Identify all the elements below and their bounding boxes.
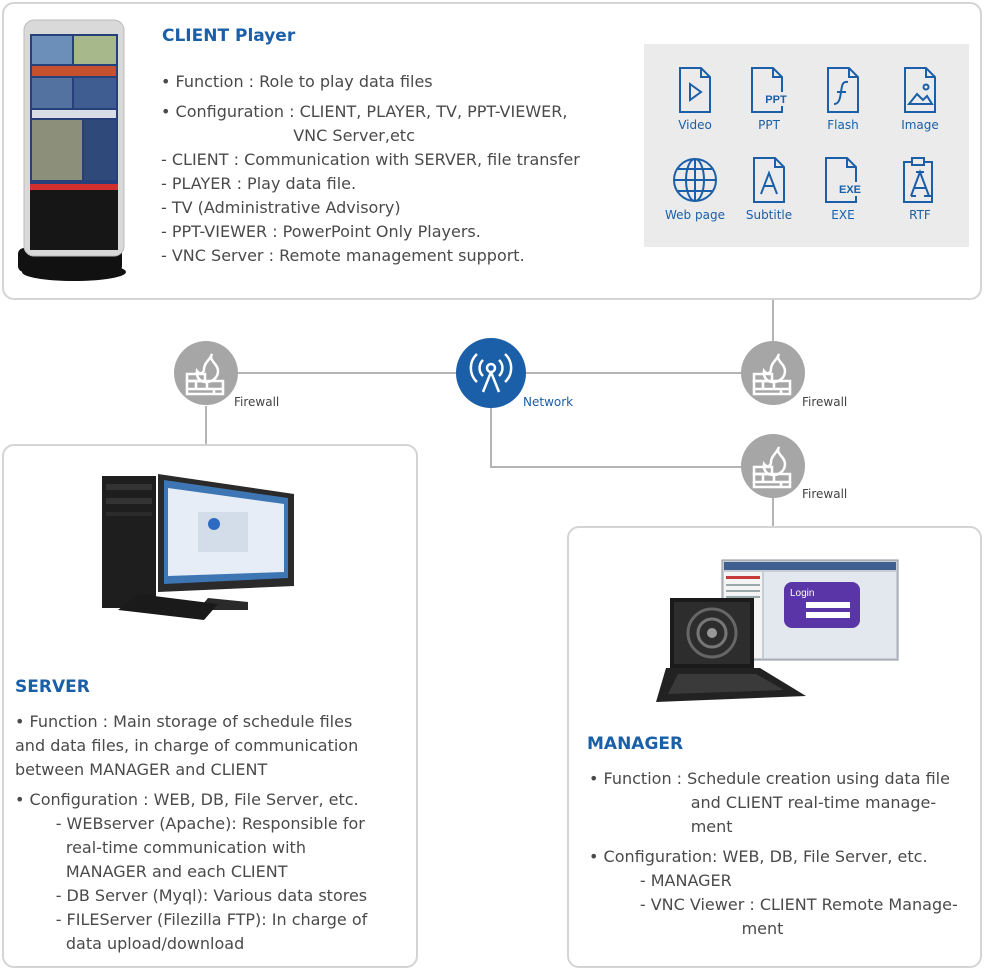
- file-types-panel: Video PPT PPT Flash Image: [644, 44, 969, 247]
- exe-badge: EXE: [839, 184, 861, 196]
- globe-icon: [673, 158, 717, 202]
- firewall-label-right: Firewall: [802, 395, 848, 409]
- file-type-exe: EXE EXE: [808, 156, 878, 222]
- firewall-node-manager: [741, 434, 805, 498]
- firewall-label-left: Firewall: [234, 395, 280, 409]
- manager-line-3: ment: [589, 817, 733, 836]
- file-type-image: Image: [885, 66, 955, 132]
- manager-line-6: - VNC Viewer : CLIENT Remote Manage-: [589, 895, 958, 914]
- manager-line-7: ment: [589, 919, 784, 938]
- server-line-10: data upload/download: [15, 934, 245, 953]
- network-label: Network: [523, 395, 574, 409]
- client-line-1: • Function : Role to play data files: [161, 72, 433, 91]
- subtitle-file-icon: [753, 157, 785, 203]
- network-node: [456, 338, 526, 408]
- file-type-ppt-label: PPT: [758, 118, 780, 132]
- server-line-5: - WEBserver (Apache): Responsible for: [15, 814, 365, 833]
- link-client-firewall: [772, 298, 774, 350]
- firewall-node-left: [174, 341, 238, 405]
- file-type-video-label: Video: [678, 118, 712, 132]
- manager-title: MANAGER: [587, 734, 684, 754]
- kiosk-image: [14, 18, 126, 284]
- server-line-6: real-time communication with: [15, 838, 306, 857]
- manager-line-1: • Function : Schedule creation using dat…: [589, 769, 950, 788]
- ppt-badge: PPT: [765, 94, 787, 106]
- file-type-image-label: Image: [901, 118, 939, 132]
- file-type-flash: Flash: [808, 66, 878, 132]
- server-line-4: • Configuration : WEB, DB, File Server, …: [15, 790, 359, 809]
- link-network-manager-horizontal: [490, 466, 742, 468]
- exe-file-icon: EXE: [825, 157, 863, 203]
- server-computer-image: [98, 464, 298, 624]
- link-manager-firewall: [772, 498, 774, 526]
- client-line-3: VNC Server,etc: [161, 126, 415, 145]
- server-line-2: and data files, in charge of communicati…: [15, 736, 359, 755]
- file-type-subtitle-label: Subtitle: [745, 208, 793, 222]
- manager-line-2: and CLIENT real-time manage-: [589, 793, 937, 812]
- firewall-icon: [752, 446, 792, 489]
- manager-line-5: - MANAGER: [589, 871, 732, 890]
- file-type-ppt: PPT PPT: [734, 66, 804, 132]
- file-type-rtf-label: RTF: [909, 208, 931, 222]
- video-file-icon: [679, 67, 711, 113]
- manager-laptop-image: Login: [656, 556, 900, 706]
- link-server-firewall: [205, 406, 207, 444]
- rtf-file-icon: [903, 157, 933, 203]
- client-line-2: • Configuration : CLIENT, PLAYER, TV, PP…: [161, 102, 568, 121]
- server-line-7: MANAGER and each CLIENT: [15, 862, 288, 881]
- server-title: SERVER: [15, 677, 90, 697]
- file-type-exe-label: EXE: [831, 208, 855, 222]
- ppt-file-icon: PPT: [751, 67, 789, 113]
- antenna-icon: [469, 353, 513, 393]
- manager-line-4: • Configuration: WEB, DB, File Server, e…: [589, 847, 928, 866]
- file-type-rtf: RTF: [885, 156, 955, 222]
- server-line-1: • Function : Main storage of schedule fi…: [15, 712, 353, 731]
- client-line-7: - PPT-VIEWER : PowerPoint Only Players.: [161, 222, 481, 241]
- link-network-manager-vertical: [490, 405, 492, 467]
- server-line-8: - DB Server (Myql): Various data stores: [15, 886, 368, 905]
- flash-file-icon: [827, 67, 859, 113]
- server-line-9: - FILEServer (Filezilla FTP): In charge …: [15, 910, 368, 929]
- client-title: CLIENT Player: [162, 26, 296, 46]
- file-type-subtitle: Subtitle: [734, 156, 804, 222]
- client-line-5: - PLAYER : Play data file.: [161, 174, 357, 193]
- client-line-4: - CLIENT : Communication with SERVER, fi…: [161, 150, 580, 169]
- client-line-6: - TV (Administrative Advisory): [161, 198, 401, 217]
- server-line-3: between MANAGER and CLIENT: [15, 760, 268, 779]
- firewall-node-right: [741, 341, 805, 405]
- file-type-webpage: Web page: [660, 156, 730, 222]
- file-type-video: Video: [660, 66, 730, 132]
- firewall-icon: [185, 353, 225, 396]
- firewall-icon: [752, 353, 792, 396]
- client-line-8: - VNC Server : Remote management support…: [161, 246, 525, 265]
- firewall-label-manager: Firewall: [802, 487, 848, 501]
- file-type-webpage-label: Web page: [665, 208, 725, 222]
- file-type-flash-label: Flash: [827, 118, 859, 132]
- login-text: Login: [790, 588, 814, 599]
- image-file-icon: [904, 67, 936, 113]
